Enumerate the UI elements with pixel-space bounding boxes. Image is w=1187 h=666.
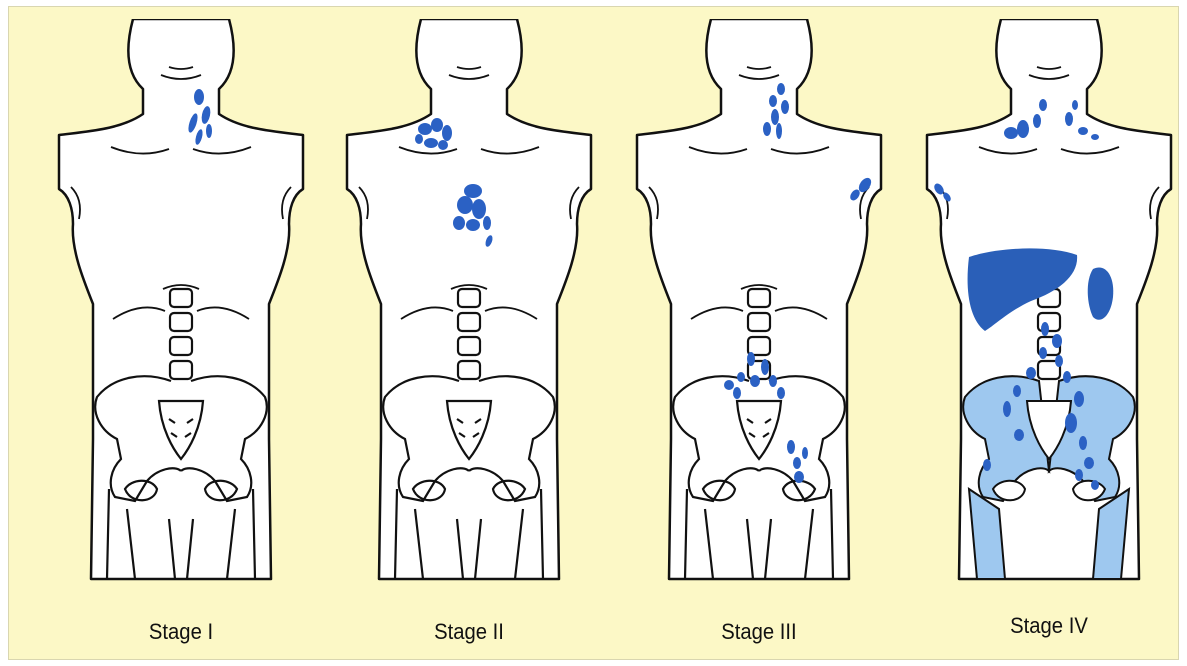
stage-2-label: Stage II bbox=[349, 619, 588, 645]
stage-3-figure bbox=[629, 19, 889, 589]
stage-2-figure bbox=[339, 19, 599, 589]
stage-1-label: Stage I bbox=[61, 619, 300, 645]
figure-frame: Stage I Stage II Stage III Stage IV bbox=[8, 6, 1179, 660]
stage-3-label: Stage III bbox=[639, 619, 878, 645]
stage-4-figure bbox=[919, 19, 1179, 589]
stage-1-figure bbox=[51, 19, 311, 589]
stage-4-label: Stage IV bbox=[929, 613, 1168, 639]
